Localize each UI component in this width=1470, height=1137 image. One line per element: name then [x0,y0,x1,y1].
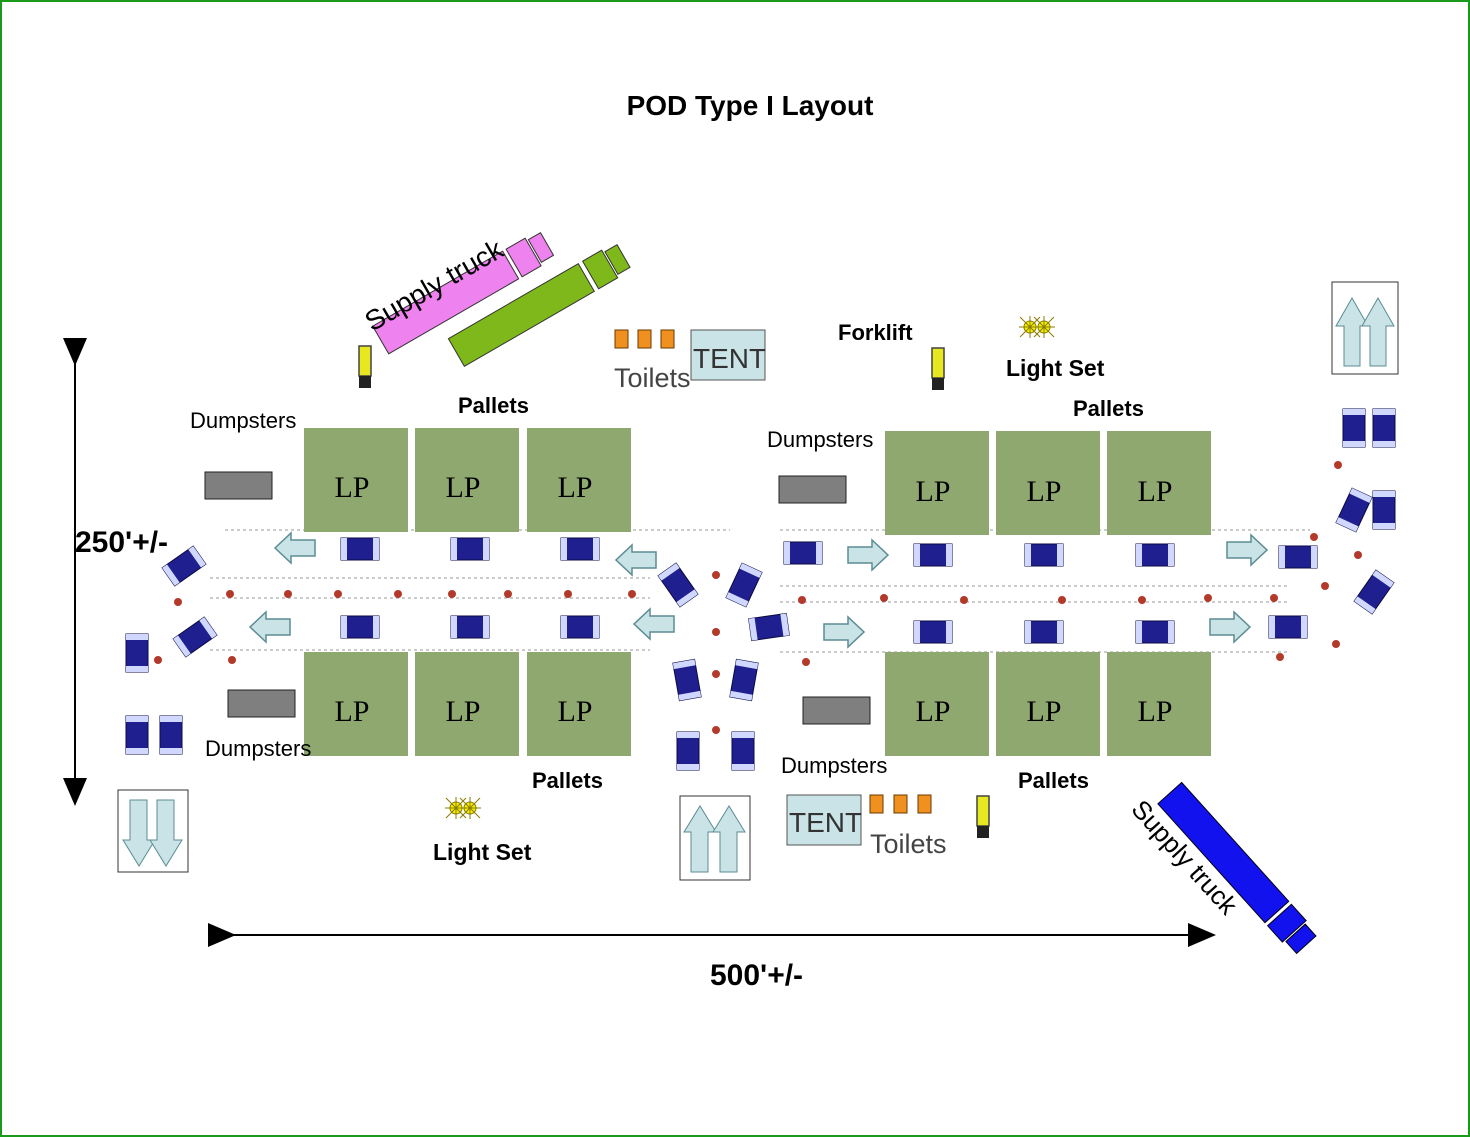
light-set-label: Light Set [1006,355,1105,381]
lp-box [527,428,631,532]
exit-arrows-right [1331,281,1399,375]
dumpsters-label: Dumpsters [190,408,296,433]
lp-box [304,428,408,532]
lp-box [996,431,1100,535]
pallets-label: Pallets [1073,396,1144,421]
dumpster [778,475,847,504]
lp-label: LP [334,695,369,728]
light-set-label: Light Set [433,839,532,865]
cones [154,461,1362,734]
lp-label: LP [1137,695,1172,728]
lp-label: LP [1026,695,1061,728]
page-title: POD Type I Layout [626,90,874,121]
lp-box [1107,431,1211,535]
tent-label: TENT [693,343,766,374]
lp-label: LP [915,475,950,508]
dumpsters-label: Dumpsters [781,753,887,778]
pallets-label: Pallets [532,768,603,793]
dumpster [204,471,273,500]
dumpster [802,696,871,725]
forklift-icon [931,347,945,391]
flow-arrow [274,532,316,564]
lp-label: LP [334,471,369,504]
flow-arrow [633,608,675,640]
tent [690,329,766,381]
dumpsters-label: Dumpsters [205,736,311,761]
height-dimension-label: 250'+/- [75,526,168,559]
lp-label: LP [1137,475,1172,508]
lp-label: LP [557,695,592,728]
lp-label: LP [915,695,950,728]
toilets-bottom [869,794,932,814]
flow-arrow [1226,534,1268,566]
supply-truck-green [447,244,631,368]
width-dimension-label: 500'+/- [710,959,803,992]
lp-box [885,652,989,756]
lp-box [415,428,519,532]
toilets-label: Toilets [870,829,947,859]
dumpster [227,689,296,718]
lp-label: LP [445,695,480,728]
flow-arrow [615,544,657,576]
light-set-icon [1018,315,1056,339]
toilets-top [614,329,675,349]
forklift-icon [358,345,372,389]
lp-box [527,652,631,756]
lp-box [885,431,989,535]
supply-truck-blue [1157,781,1317,955]
flow-arrow [847,539,889,571]
toilets-label: Toilets [614,363,691,393]
light-set-icon [444,796,482,820]
flow-arrow [1209,611,1251,643]
pallets-label: Pallets [1018,768,1089,793]
lp-grid [304,428,1211,756]
tent [786,794,862,846]
tent-label: TENT [789,807,862,838]
pallets-label: Pallets [458,393,529,418]
dumpsters-label: Dumpsters [767,427,873,452]
lp-box [415,652,519,756]
lp-label: LP [445,471,480,504]
flow-arrow [249,611,291,643]
lp-box [1107,652,1211,756]
forklift-label: Forklift [838,320,913,345]
lp-label: LP [1026,475,1061,508]
lp-box [996,652,1100,756]
forklift-icon [976,795,990,839]
lp-label: LP [557,471,592,504]
entry-arrows-center [679,795,751,881]
flow-arrow [823,616,865,648]
exit-arrows-left [117,789,189,873]
supply-truck-pink [372,232,555,355]
lp-box [304,652,408,756]
